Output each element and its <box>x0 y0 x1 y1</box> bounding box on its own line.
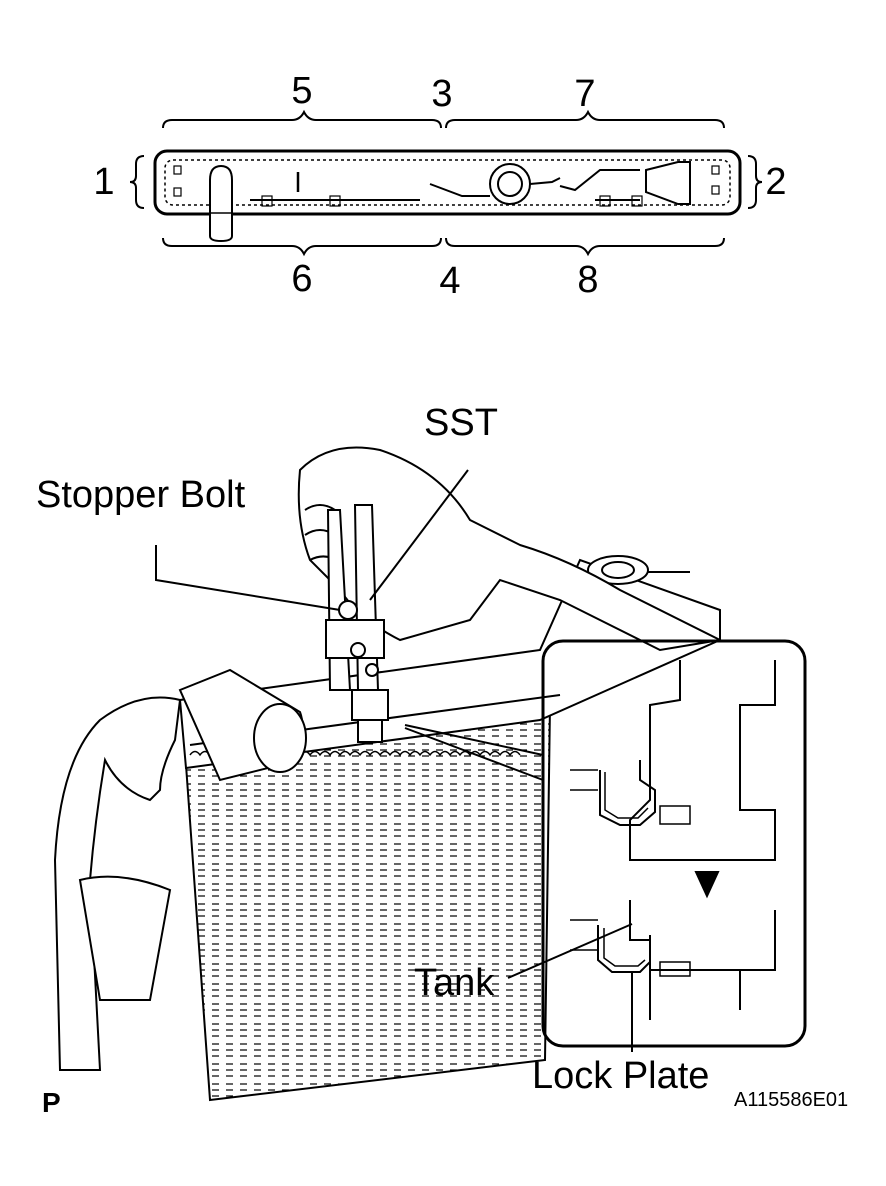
sst-tool <box>325 504 389 743</box>
filler-neck <box>489 163 531 205</box>
left-hand <box>53 696 182 1071</box>
lock-plate-label: Lock Plate <box>532 1055 709 1097</box>
tank-order-view <box>129 109 763 257</box>
tank-leader <box>507 923 633 979</box>
brace-lower-right <box>445 237 725 257</box>
seq-label-5: 5 <box>291 70 312 112</box>
stopper-bolt-leader <box>155 545 341 611</box>
seq-label-1: 1 <box>93 161 114 203</box>
inset-frame <box>541 639 807 1048</box>
callout-labels: SST Stopper Bolt Tank Lock Plate P A1155… <box>36 402 848 1118</box>
corner-mark: P <box>42 1087 61 1118</box>
inlet-pipe <box>209 164 233 243</box>
inset-before <box>570 660 776 861</box>
brace-left <box>129 155 145 209</box>
inset-after <box>570 900 776 1020</box>
brace-upper-right <box>445 109 725 129</box>
sst-label: SST <box>424 402 498 444</box>
seq-label-4: 4 <box>439 260 460 302</box>
tank-label: Tank <box>414 962 495 1004</box>
brace-lower-left <box>162 237 442 257</box>
brace-upper-left <box>162 109 442 129</box>
seq-label-3: 3 <box>431 73 452 115</box>
leader-lines <box>155 469 633 1052</box>
radiator-illustration <box>53 446 724 1102</box>
seq-label-2: 2 <box>765 161 786 203</box>
figure-code: A115586E01 <box>734 1089 848 1111</box>
sequence-labels: 1 2 3 4 5 6 7 8 <box>93 70 786 302</box>
tank-outline <box>153 149 742 216</box>
detail-inset <box>404 639 807 1048</box>
zoom-leader <box>404 724 544 781</box>
outlet-fitting <box>645 161 691 205</box>
stopper-bolt-label: Stopper Bolt <box>36 474 246 516</box>
sst-leader <box>369 469 469 601</box>
seq-label-7: 7 <box>574 73 595 115</box>
down-arrow <box>694 871 720 899</box>
seq-label-6: 6 <box>291 258 312 300</box>
seq-label-8: 8 <box>577 259 598 301</box>
brace-right <box>747 155 763 209</box>
